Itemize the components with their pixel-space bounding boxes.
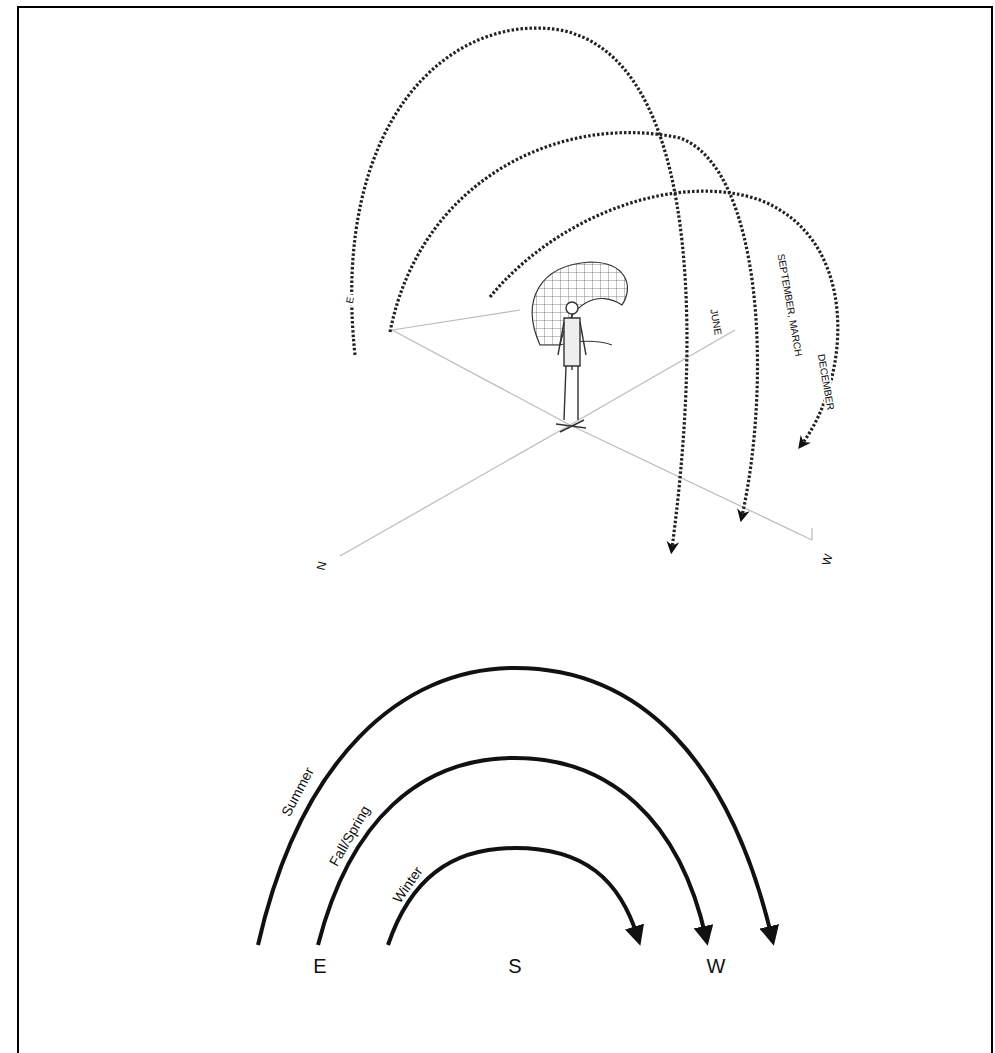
compass-letter: E [344,294,357,306]
frame [18,7,992,1053]
person-figure [556,302,586,432]
month-label: DECEMBER [815,351,836,413]
month-label: JUNE [708,306,724,338]
compass-letter: W [820,551,837,569]
compass-letter: E [311,955,328,977]
compass-letter: S [506,955,523,977]
season-label: Summer [278,763,318,820]
compass-letter: W [705,955,728,977]
sun-path-3d [352,28,838,548]
sun-path-2d [258,668,772,945]
season-label: Fall/Spring [326,801,375,870]
compass-letter: N [314,558,330,574]
ground-axes [340,310,812,556]
season-label: Winter [389,862,427,907]
month-label: SEPTEMBER, MARCH [775,251,805,359]
